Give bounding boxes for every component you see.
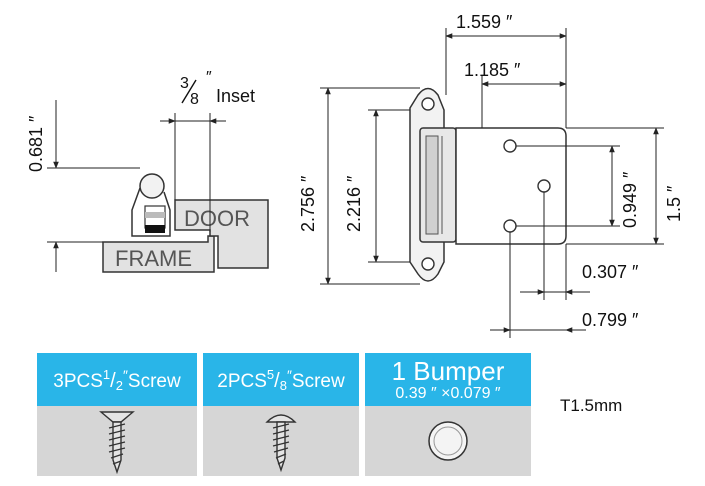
inset-label: Inset xyxy=(216,86,255,106)
inset-inch-mark: ″ xyxy=(206,69,212,86)
dim-hole-spacing: 0.949 ″ xyxy=(620,171,640,228)
dim-hole-offset-large: 0.799 ″ xyxy=(582,310,639,330)
part-name: Screw xyxy=(291,370,345,392)
leaf-hole-top xyxy=(503,139,517,153)
dim-total-width: 1.559 ″ xyxy=(456,12,513,32)
fraction-denominator: 2 xyxy=(115,377,123,393)
dim-total-height: 2.756 ″ xyxy=(298,175,318,232)
fraction-numerator: 1 xyxy=(102,366,111,382)
inset-numerator: 3 xyxy=(180,75,189,92)
part-image-half-inch-screw xyxy=(34,406,200,476)
dim-body-height: 2.216 ″ xyxy=(344,175,364,232)
inset-dimension: 3 8 ″ Inset xyxy=(180,69,255,108)
bumper-size: 0.39 ″ ×0.079 ″ xyxy=(395,384,501,402)
side-height-dim: 0.681 ″ xyxy=(26,115,46,172)
side-view: FRAME DOOR 3 8 ″ Inset 0.681 ″ xyxy=(26,69,269,273)
leaf-hole-middle xyxy=(537,179,551,193)
dim-leaf-height: 1.5 ″ xyxy=(664,185,684,222)
round-head-screw-icon xyxy=(265,414,297,473)
inset-denominator: 8 xyxy=(190,91,199,108)
part-header-five-eighth-screw: 2PCS5/8″Screw xyxy=(200,350,362,406)
leaf-hole-bottom xyxy=(503,219,517,233)
front-view: 1.559 ″ 1.185 ″ 2.756 ″ 2.216 ″ 0.949 ″ … xyxy=(298,12,684,338)
thickness-note: T1.5mm xyxy=(560,396,623,415)
flat-head-screw-icon xyxy=(99,411,135,474)
part-qty: 2PCS xyxy=(217,370,267,392)
door-shape xyxy=(174,199,269,269)
part-name: Screw xyxy=(127,370,181,392)
part-image-bumper xyxy=(362,406,534,476)
part-qty: 3PCS xyxy=(53,370,103,392)
hinge-leaf xyxy=(455,127,567,245)
dim-hole-offset-small: 0.307 ″ xyxy=(582,262,639,282)
fraction-denominator: 8 xyxy=(279,377,287,393)
inch-mark: ″ xyxy=(122,366,128,383)
part-header-half-inch-screw: 3PCS1/2″Screw xyxy=(34,350,200,406)
dim-leaf-width: 1.185 ″ xyxy=(464,60,521,80)
bumper-title: 1 Bumper xyxy=(391,355,505,386)
part-image-five-eighth-screw xyxy=(200,406,362,476)
door-label: DOOR xyxy=(184,206,250,231)
fraction-numerator: 5 xyxy=(266,366,275,382)
part-header-bumper: 1 Bumper 0.39 ″ ×0.079 ″ xyxy=(362,350,534,406)
bumper-icon xyxy=(428,421,468,461)
parts-table: 3PCS1/2″Screw 2PCS5/8″Screw 1 Bumper 0.3… xyxy=(34,350,534,476)
frame-label: FRAME xyxy=(115,246,192,271)
hinge-side-icon xyxy=(131,173,171,237)
inch-mark: ″ xyxy=(286,366,292,383)
